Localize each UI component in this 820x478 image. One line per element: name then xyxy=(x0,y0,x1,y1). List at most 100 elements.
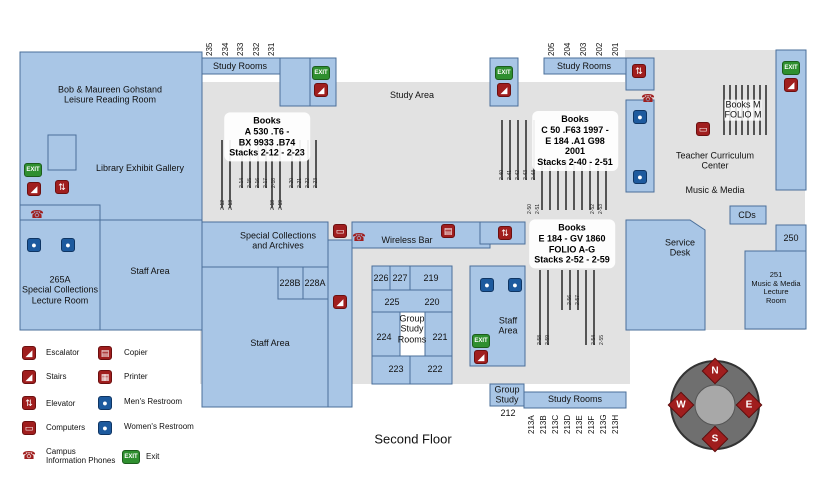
books-range-left: Books A 530 .T6 - BX 9933 .B74 Stacks 2-… xyxy=(224,112,310,162)
staff-area-east-label: Staff Area xyxy=(498,315,518,336)
room-228a-label: 228A xyxy=(304,277,326,288)
compass-east: E xyxy=(745,399,753,411)
room-number: 213F xyxy=(587,415,596,434)
study-rooms-west-label: Study Rooms xyxy=(212,60,268,71)
room-number: 213B xyxy=(539,415,548,434)
special-collections-archives-label: Special Collections and Archives xyxy=(239,230,317,251)
staff-area-west xyxy=(99,219,203,331)
womens-restroom-icon: ● xyxy=(508,278,522,292)
group-room-number: 226 xyxy=(373,272,389,283)
room-number: 201 xyxy=(611,42,620,56)
stack-label: 2-44 xyxy=(531,169,537,180)
exit-icon: EXIT xyxy=(24,163,42,177)
stack-label: 2-55 xyxy=(599,334,605,345)
group-study-212-label: Group Study xyxy=(494,384,520,405)
printer-icon: ▦ xyxy=(98,370,112,384)
room-250-label: 250 xyxy=(783,232,799,243)
computer-icon: ▭ xyxy=(22,421,36,435)
escalator-icon: ◢ xyxy=(333,295,347,309)
room-number: 213E xyxy=(575,415,584,434)
room-number: 235 xyxy=(205,42,214,56)
wireless-bar-label: Wireless Bar xyxy=(381,234,433,245)
cds-label: CDs xyxy=(738,209,756,220)
escalator-icon: ◢ xyxy=(22,346,36,360)
small-room-west xyxy=(47,134,77,171)
stack-label: 2-58 xyxy=(537,334,543,345)
room-number: 213C xyxy=(551,414,560,434)
room-number: 204 xyxy=(563,42,572,56)
service-desk xyxy=(625,219,706,331)
floor-title: Second Floor xyxy=(374,431,452,447)
music-media-lecture-room xyxy=(744,250,807,330)
group-study-rooms-label: Group Study Rooms xyxy=(397,313,427,345)
stack-label: 2-57 xyxy=(575,294,581,305)
phone-icon: ☎ xyxy=(30,208,44,221)
stack-label: 2-52 xyxy=(590,203,596,214)
legend-label: Women's Restroom xyxy=(124,422,194,431)
womens-restroom-icon: ● xyxy=(633,170,647,184)
legend-label: Stairs xyxy=(46,372,67,381)
mens-restroom-icon: ● xyxy=(480,278,494,292)
group-room-number: 220 xyxy=(424,296,440,307)
room-number: 234 xyxy=(221,42,230,56)
group-room-number: 221 xyxy=(432,331,448,342)
leisure-reading-room-label: Bob & Maureen Gohstand Leisure Reading R… xyxy=(57,84,163,105)
cds-room xyxy=(729,205,767,225)
legend-label: Elevator xyxy=(46,399,76,408)
stairs-icon: ◢ xyxy=(784,78,798,92)
study-rooms-south-strip xyxy=(523,391,627,409)
legend-label: Copier xyxy=(124,348,148,357)
stairs-icon: ◢ xyxy=(497,83,511,97)
stack-label: 2-12 xyxy=(220,199,226,210)
exhibit-gallery-label: Library Exhibit Gallery xyxy=(95,162,185,173)
computer-icon: ▭ xyxy=(333,224,347,238)
phone-nook-west xyxy=(19,204,101,221)
exit-icon: EXIT xyxy=(312,66,330,80)
stairs-icon: ◢ xyxy=(27,182,41,196)
phone-icon: ☎ xyxy=(641,92,655,105)
group-room-number: 223 xyxy=(388,363,404,374)
compass-west: W xyxy=(676,399,686,411)
stack-label: 2-18 xyxy=(270,199,276,210)
stack-label: 2-14 xyxy=(239,177,245,188)
stack-label: 2-54 xyxy=(591,334,597,345)
stack-label: 2-17 xyxy=(263,177,269,188)
group-room-number: 222 xyxy=(427,363,443,374)
mens-restroom-icon: ● xyxy=(27,238,41,252)
womens-restroom-icon: ● xyxy=(98,421,112,435)
compass-south: S xyxy=(711,433,719,445)
elevator-icon: ⇅ xyxy=(498,226,512,240)
group-room-number: 219 xyxy=(423,272,439,283)
stairs-icon: ◢ xyxy=(22,370,36,384)
elevator-icon: ⇅ xyxy=(632,64,646,78)
stack-label: 2-13 xyxy=(228,199,234,210)
mens-restroom-icon: ● xyxy=(633,110,647,124)
exit-icon: EXIT xyxy=(472,334,490,348)
books-range-center-top: Books C 50 .F63 1997 - E 184 .A1 G98 200… xyxy=(532,111,618,171)
stack-label: 2-53 xyxy=(598,203,604,214)
books-range-center-bottom: Books E 184 - GV 1860 FOLIO A-G Stacks 2… xyxy=(529,219,615,269)
stack-label: 2-18 xyxy=(271,177,277,188)
compass-north: N xyxy=(711,365,719,377)
legend-label: Printer xyxy=(124,372,148,381)
stairs-icon: ◢ xyxy=(314,83,328,97)
stack-label: 2-16 xyxy=(255,177,261,188)
stair-room-northwest xyxy=(279,57,311,107)
elevator-icon: ⇅ xyxy=(55,180,69,194)
room-number: 233 xyxy=(236,42,245,56)
stack-label: 2-23 xyxy=(313,177,319,188)
stack-label: 2-21 xyxy=(297,177,303,188)
stack-label: 2-19 xyxy=(278,199,284,210)
books-m-label: Books M FOLIO M xyxy=(724,99,762,121)
stack-label: 2-56 xyxy=(567,294,573,305)
group-room-number: 224 xyxy=(376,331,392,342)
legend-label: Campus Information Phones xyxy=(46,447,116,465)
study-rooms-south-label: Study Rooms xyxy=(547,393,603,404)
stack-label: 2-40 xyxy=(499,169,505,180)
music-media-label: Music & Media xyxy=(685,184,745,195)
room-number: 231 xyxy=(267,42,276,56)
teacher-curriculum-center-label: Teacher Curriculum Center xyxy=(675,150,755,171)
stack-label: 2-50 xyxy=(527,203,533,214)
music-media-lecture-label: 251 Music & Media Lecture Room xyxy=(751,269,801,305)
